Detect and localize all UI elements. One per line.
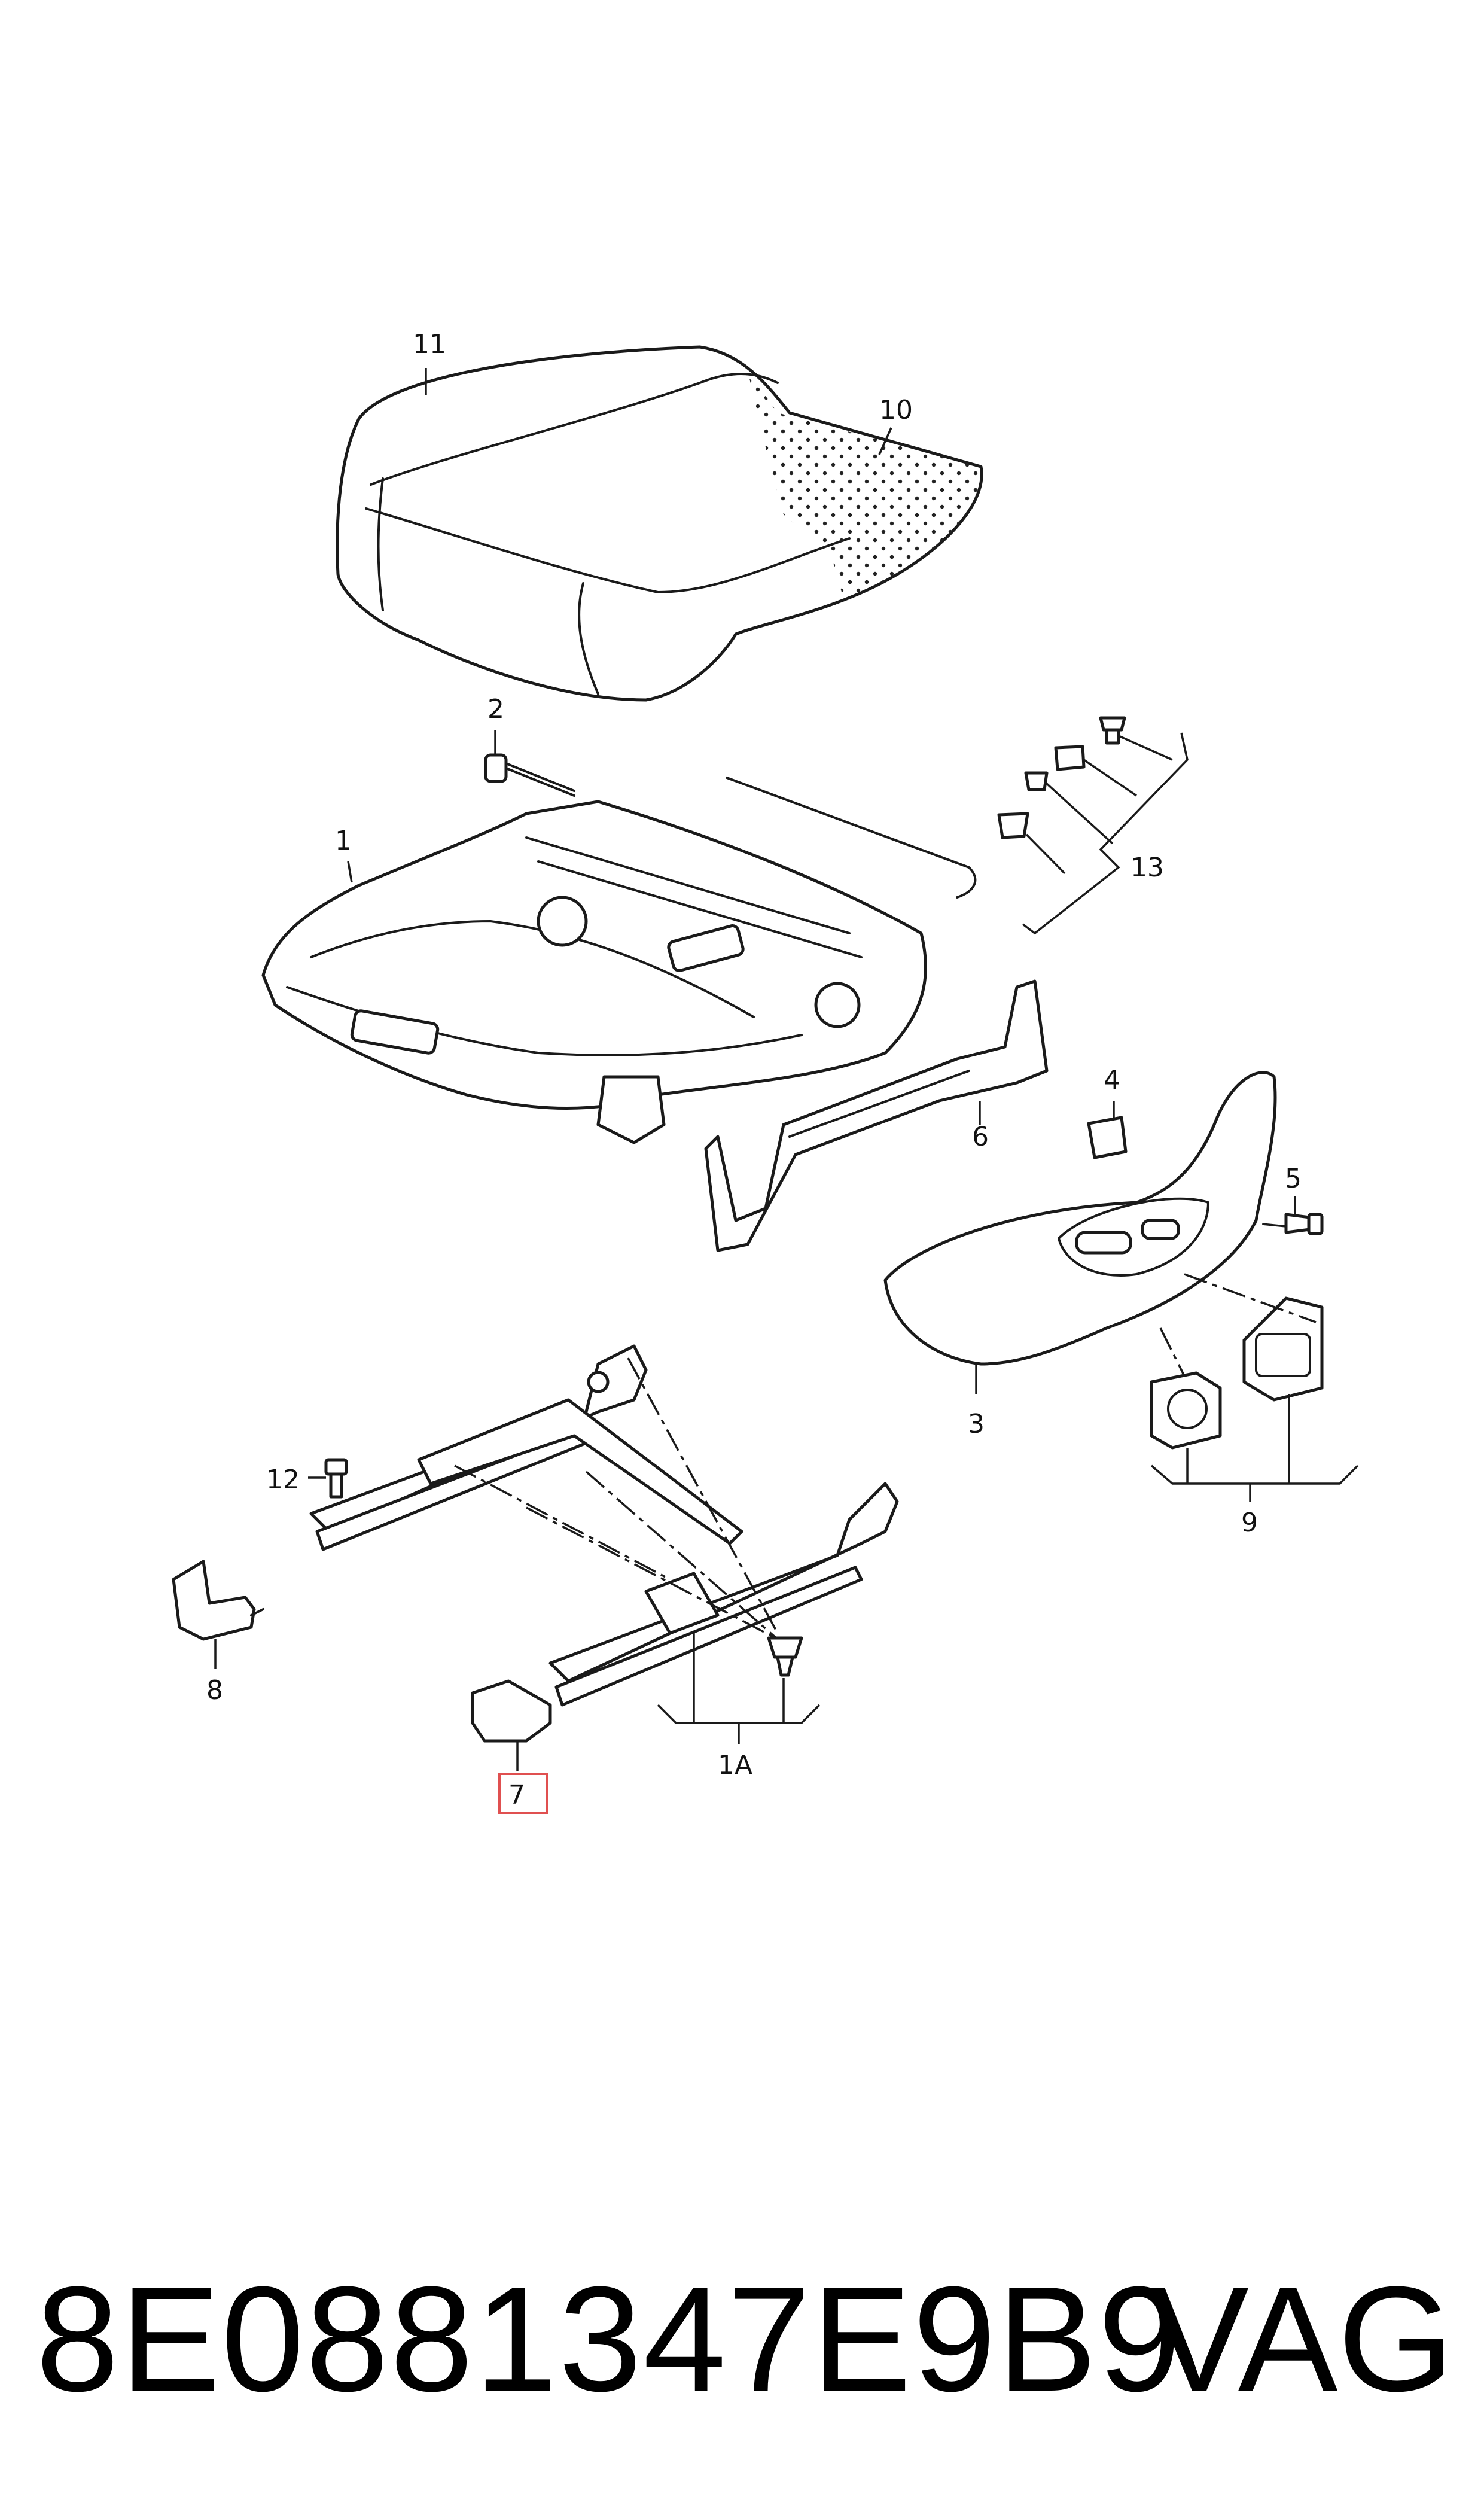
callout-3: 3 bbox=[968, 1409, 985, 1439]
callout-12: 12 bbox=[266, 1464, 300, 1495]
brand-name: VAG bbox=[1149, 2255, 1454, 2422]
callout-13: 13 bbox=[1130, 852, 1164, 883]
switch-modules-part-9 bbox=[1150, 1273, 1359, 1502]
callout-7: 7 bbox=[508, 1780, 525, 1810]
callout-6: 6 bbox=[972, 1122, 989, 1152]
callout-10: 10 bbox=[879, 395, 913, 425]
footer: 8E0881347E9B9 VAG bbox=[0, 2249, 1484, 2429]
seat-rails-part-1a bbox=[309, 1344, 899, 1744]
callout-5: 5 bbox=[1285, 1164, 1302, 1194]
seat-cushion-cover bbox=[336, 345, 983, 702]
callout-11: 11 bbox=[413, 329, 446, 360]
callout-8: 8 bbox=[206, 1675, 223, 1706]
motor-part-8 bbox=[172, 1560, 264, 1669]
bolt-part-2 bbox=[484, 753, 575, 797]
callout-9: 9 bbox=[1241, 1508, 1258, 1538]
callout-1a: 1A bbox=[718, 1750, 752, 1780]
seat-parts-diagram: 11 10 2 1 13 4 6 5 3 9 12 8 1A 7 bbox=[172, 329, 1359, 1814]
callout-1: 1 bbox=[335, 826, 352, 856]
side-bracket-part-6 bbox=[704, 979, 1049, 1252]
fastener-set-part-13 bbox=[997, 716, 1189, 935]
cover-cap-part-7 bbox=[471, 1679, 552, 1814]
highlight-box-part-7 bbox=[498, 1773, 548, 1814]
leader-10 bbox=[878, 427, 892, 455]
leader-1 bbox=[347, 861, 353, 883]
bolt-part-12 bbox=[324, 1458, 348, 1499]
screw-part-5 bbox=[1256, 1196, 1324, 1235]
callout-2: 2 bbox=[487, 694, 504, 724]
wire-rod bbox=[726, 777, 977, 899]
seat-frame bbox=[261, 800, 927, 1144]
switch-cap-part-4 bbox=[1087, 1116, 1128, 1159]
side-trim-panel-part-3 bbox=[883, 1071, 1277, 1366]
part-number: 8E0881347E9B9 bbox=[36, 2255, 1183, 2422]
callout-4: 4 bbox=[1104, 1065, 1120, 1095]
